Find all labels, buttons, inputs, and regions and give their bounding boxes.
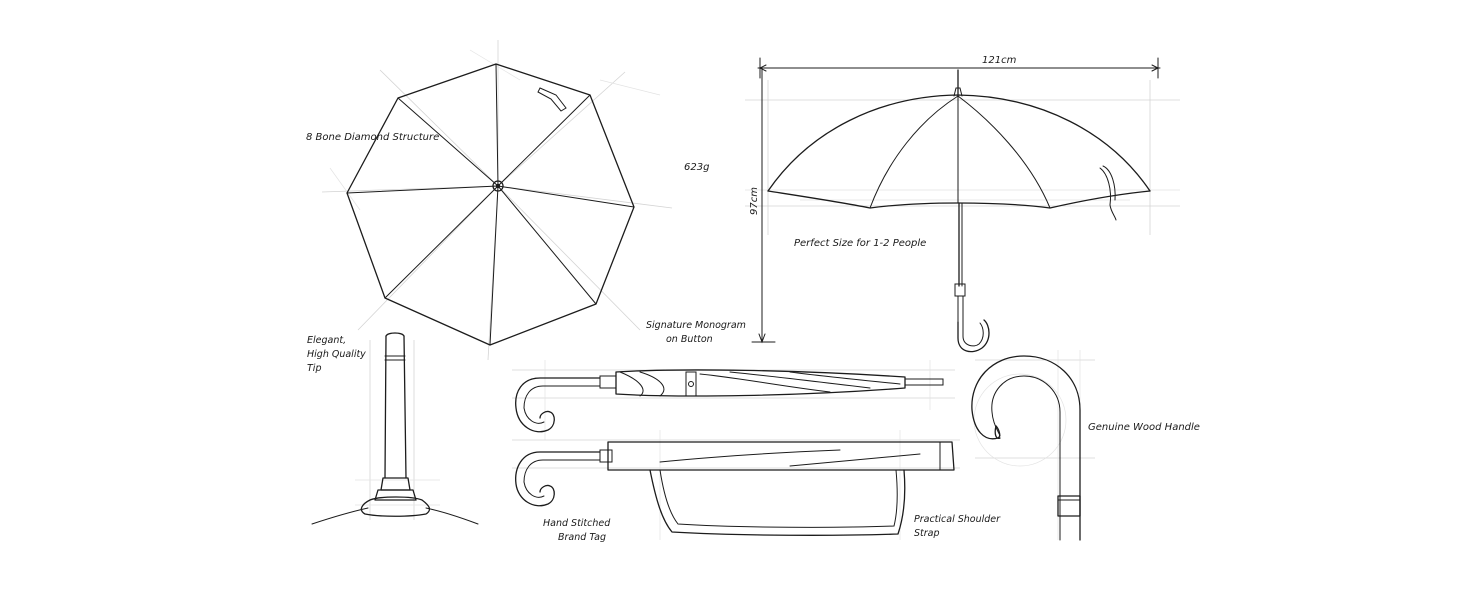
tag-label-line1: Hand Stitched — [543, 518, 611, 529]
tip-label-line1: Elegant, — [307, 335, 346, 346]
open-umbrella-side-view — [745, 57, 1180, 353]
strap-label-line1: Practical Shoulder — [914, 514, 1001, 525]
folded-umbrella-with-strap — [512, 430, 960, 540]
height-dimension-label: 97cm — [749, 187, 760, 215]
strap-label-line2: Strap — [914, 528, 940, 539]
tip-label-line3: Tip — [307, 363, 321, 374]
tip-detail — [311, 332, 479, 525]
handle-label: Genuine Wood Handle — [1088, 422, 1200, 433]
tag-label-line2: Brand Tag — [558, 532, 606, 543]
wood-handle-detail — [971, 350, 1095, 541]
monogram-label-line2: on Button — [666, 334, 713, 345]
weight-label: 623g — [684, 162, 709, 173]
width-dimension-label: 121cm — [982, 55, 1017, 66]
size-label: Perfect Size for 1-2 People — [794, 238, 926, 249]
folded-umbrella-upper — [512, 360, 955, 440]
top-view-octagon — [321, 40, 673, 361]
structure-label: 8 Bone Diamond Structure — [306, 132, 439, 143]
tip-label-line2: High Quality — [307, 349, 366, 360]
monogram-label-line1: Signature Monogram — [646, 320, 746, 331]
